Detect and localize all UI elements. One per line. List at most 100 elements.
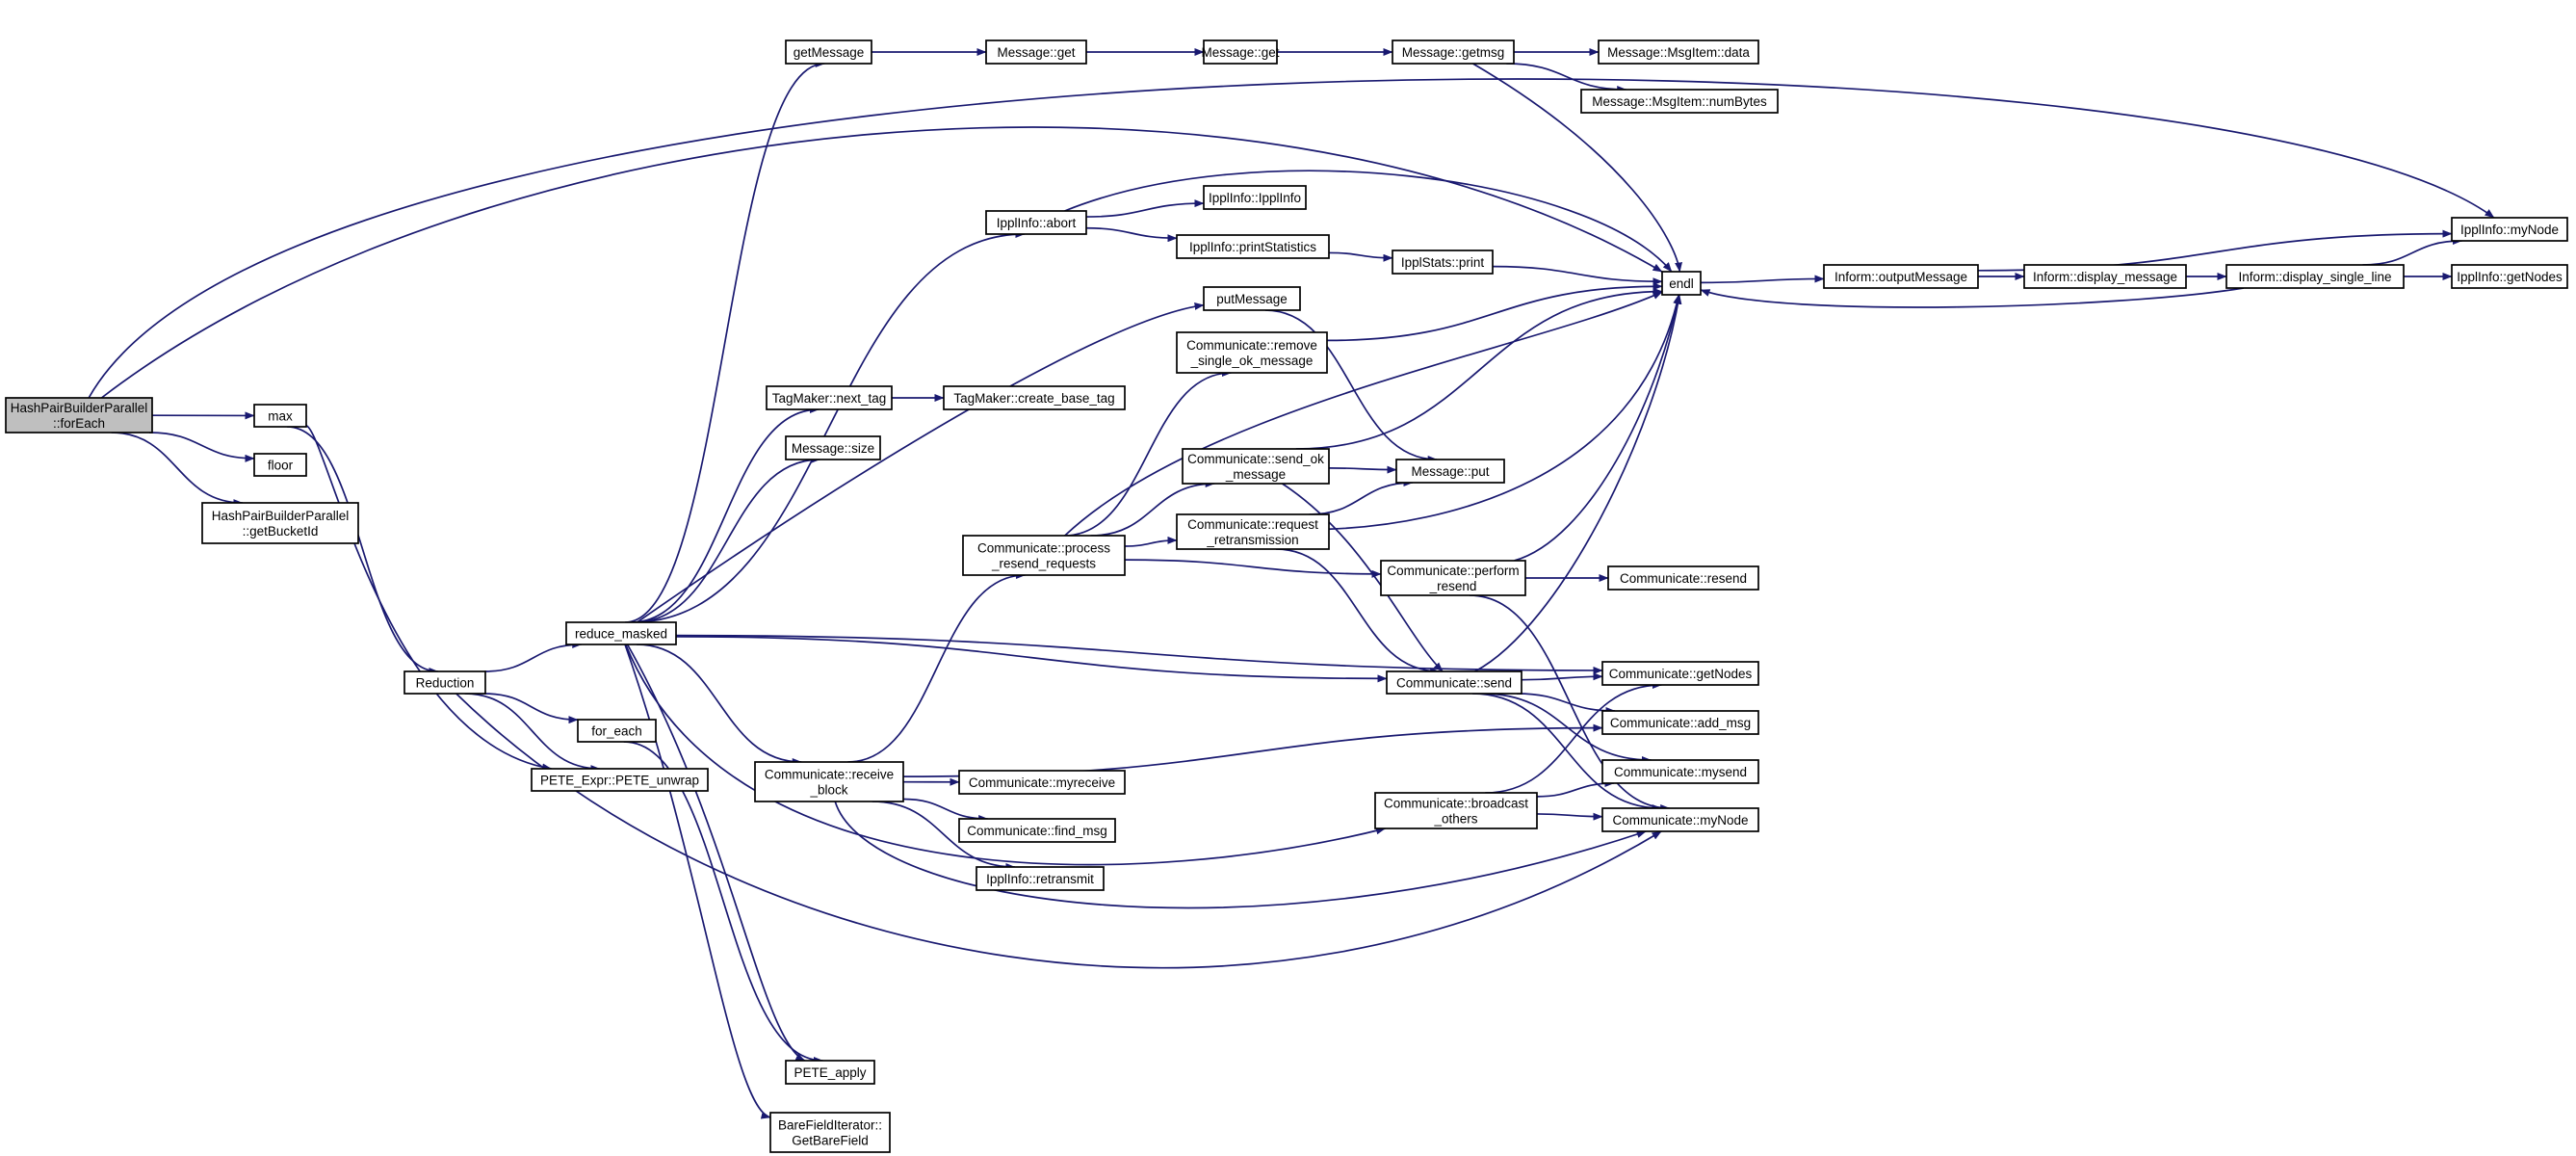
- node-box: [785, 39, 872, 65]
- node-getBucketId[interactable]: HashPairBuilderParallel::getBucketId: [201, 502, 359, 544]
- node-label: IpplInfo::IpplInfo: [1209, 191, 1301, 205]
- node-box: [958, 818, 1116, 843]
- node-box: [1580, 89, 1779, 114]
- node-receive_block[interactable]: Communicate::receive_block: [754, 761, 904, 802]
- edge-reduce_masked-to-broadcast_others: [624, 644, 1386, 866]
- node-box: [1392, 250, 1494, 275]
- edge-reduce_masked-to-IpplInfo_abort: [632, 230, 1026, 623]
- node-display_single_line[interactable]: Inform::display_single_line: [2225, 264, 2405, 289]
- node-label: Reduction: [416, 676, 475, 691]
- node-send_ok[interactable]: Communicate::send_ok_message: [1182, 448, 1330, 485]
- edge-Message_getmsg-to-endl: [1472, 63, 1683, 273]
- node-label: HashPairBuilderParallel: [11, 401, 148, 415]
- node-Communicate_myNode[interactable]: Communicate::myNode: [1601, 807, 1759, 832]
- node-floor[interactable]: floor: [253, 453, 307, 477]
- edge-reduce_masked-to-Communicate_send: [675, 636, 1388, 683]
- node-mysend[interactable]: Communicate::mysend: [1601, 759, 1759, 784]
- node-process_resend[interactable]: Communicate::process_resend_requests: [962, 535, 1126, 576]
- node-request_retrans[interactable]: Communicate::request_retransmission: [1176, 513, 1330, 550]
- node-MsgItem_numBytes[interactable]: Message::MsgItem::numBytes: [1580, 89, 1779, 114]
- node-create_base_tag[interactable]: TagMaker::create_base_tag: [943, 385, 1126, 410]
- node-GetBareField[interactable]: BareFieldIterator::GetBareField: [769, 1112, 891, 1153]
- node-box: [1176, 513, 1330, 550]
- node-Message_size[interactable]: Message::size: [785, 435, 881, 460]
- node-label: PETE_Expr::PETE_unwrap: [540, 774, 699, 788]
- node-IpplInfo_abort[interactable]: IpplInfo::abort: [985, 210, 1087, 235]
- node-putMessage[interactable]: putMessage: [1203, 286, 1301, 311]
- node-label: Communicate::send_ok: [1187, 452, 1324, 466]
- node-box: [2225, 264, 2405, 289]
- node-box: [1823, 264, 1979, 289]
- edge-reduce_masked-to-next_tag: [631, 406, 820, 623]
- node-reduce_masked[interactable]: reduce_masked: [565, 621, 677, 645]
- node-MsgItem_data[interactable]: Message::MsgItem::data: [1598, 39, 1759, 65]
- edge-process_resend-to-perform_resend: [1124, 559, 1382, 578]
- node-IpplInfo_myNode[interactable]: IpplInfo::myNode: [2451, 217, 2568, 242]
- edge-send_ok-to-endl: [1295, 287, 1663, 450]
- node-label: IpplInfo::myNode: [2460, 223, 2559, 237]
- node-IpplInfo_retransmit[interactable]: IpplInfo::retransmit: [976, 866, 1105, 891]
- node-getMessage[interactable]: getMessage: [785, 39, 872, 65]
- node-IpplStats_print[interactable]: IpplStats::print: [1392, 250, 1494, 275]
- node-box: [1374, 792, 1538, 829]
- node-label: Message::size: [792, 441, 874, 456]
- node-label: Communicate::resend: [1620, 571, 1747, 586]
- node-perform_resend[interactable]: Communicate::perform_resend: [1380, 560, 1526, 596]
- edge-root-to-IpplInfo_myNode: [88, 78, 2495, 399]
- node-outputMessage[interactable]: Inform::outputMessage: [1823, 264, 1979, 289]
- edge-max-to-Reduction: [287, 426, 439, 675]
- node-max[interactable]: max: [253, 404, 307, 428]
- node-label: ::forEach: [53, 416, 105, 431]
- node-label: Communicate::perform: [1387, 564, 1519, 578]
- node-box: [785, 1060, 875, 1085]
- node-endl[interactable]: endl: [1661, 271, 1702, 296]
- edge-root-to-floor: [149, 432, 255, 462]
- node-IpplInfo_printStatistics[interactable]: IpplInfo::printStatistics: [1176, 234, 1330, 259]
- edge-Reduction-to-for_each: [484, 693, 579, 724]
- node-root[interactable]: HashPairBuilderParallel::forEach: [5, 397, 153, 434]
- node-label: Message::MsgItem::data: [1607, 45, 1750, 60]
- node-add_msg[interactable]: Communicate::add_msg: [1601, 710, 1759, 735]
- node-box: [1601, 710, 1759, 735]
- node-label: Inform::outputMessage: [1834, 270, 1967, 284]
- edge-receive_block-to-process_resend: [847, 571, 1027, 763]
- node-label: GetBareField: [792, 1134, 869, 1148]
- node-label: TagMaker::next_tag: [772, 391, 887, 406]
- node-Message_put[interactable]: Message::put: [1395, 459, 1505, 484]
- node-box: [754, 761, 904, 802]
- node-PETE_unwrap[interactable]: PETE_Expr::PETE_unwrap: [531, 768, 709, 792]
- edge-max-to-PETE_unwrap: [305, 424, 553, 772]
- node-box: [2451, 217, 2568, 242]
- node-box: [1182, 448, 1330, 485]
- edge-Message_getmsg-to-MsgItem_numBytes: [1506, 63, 1627, 93]
- node-label: Message::MsgItem::numBytes: [1592, 94, 1767, 109]
- node-Message_getmsg[interactable]: Message::getmsg: [1392, 39, 1515, 65]
- node-label: _others: [1433, 812, 1477, 827]
- node-box: [1601, 807, 1759, 832]
- node-Communicate_resend[interactable]: Communicate::resend: [1607, 565, 1759, 591]
- node-remove_single_ok[interactable]: Communicate::remove_single_ok_message: [1176, 331, 1328, 374]
- node-Communicate_send[interactable]: Communicate::send: [1386, 670, 1522, 695]
- edge-process_resend-to-remove_single_ok: [1064, 369, 1232, 537]
- node-find_msg[interactable]: Communicate::find_msg: [958, 818, 1116, 843]
- node-IpplInfo_getNodes[interactable]: IpplInfo::getNodes: [2451, 264, 2568, 289]
- edge-IpplStats_print-to-endl: [1492, 265, 1663, 286]
- edge-receive_block-to-Communicate_myNode: [834, 801, 1647, 909]
- node-broadcast_others[interactable]: Communicate::broadcast_others: [1374, 792, 1538, 829]
- node-box: [253, 453, 307, 477]
- node-Message_get2[interactable]: Message::get: [1201, 39, 1280, 65]
- node-for_each[interactable]: for_each: [577, 719, 657, 743]
- edge-broadcast_others-to-Communicate_myNode: [1536, 812, 1603, 821]
- edge-display_single_line-to-IpplInfo_myNode: [2362, 237, 2463, 266]
- node-myreceive[interactable]: Communicate::myreceive: [958, 770, 1126, 795]
- node-Communicate_getNodes[interactable]: Communicate::getNodes: [1601, 661, 1759, 686]
- node-Message_get1[interactable]: Message::get: [985, 39, 1087, 65]
- node-PETE_apply[interactable]: PETE_apply: [785, 1060, 875, 1085]
- node-box: [1203, 185, 1307, 210]
- node-display_message[interactable]: Inform::display_message: [2023, 264, 2187, 289]
- node-box: [1607, 565, 1759, 591]
- node-Reduction[interactable]: Reduction: [403, 670, 486, 695]
- node-IpplInfo_IpplInfo[interactable]: IpplInfo::IpplInfo: [1203, 185, 1307, 210]
- node-next_tag[interactable]: TagMaker::next_tag: [766, 385, 893, 410]
